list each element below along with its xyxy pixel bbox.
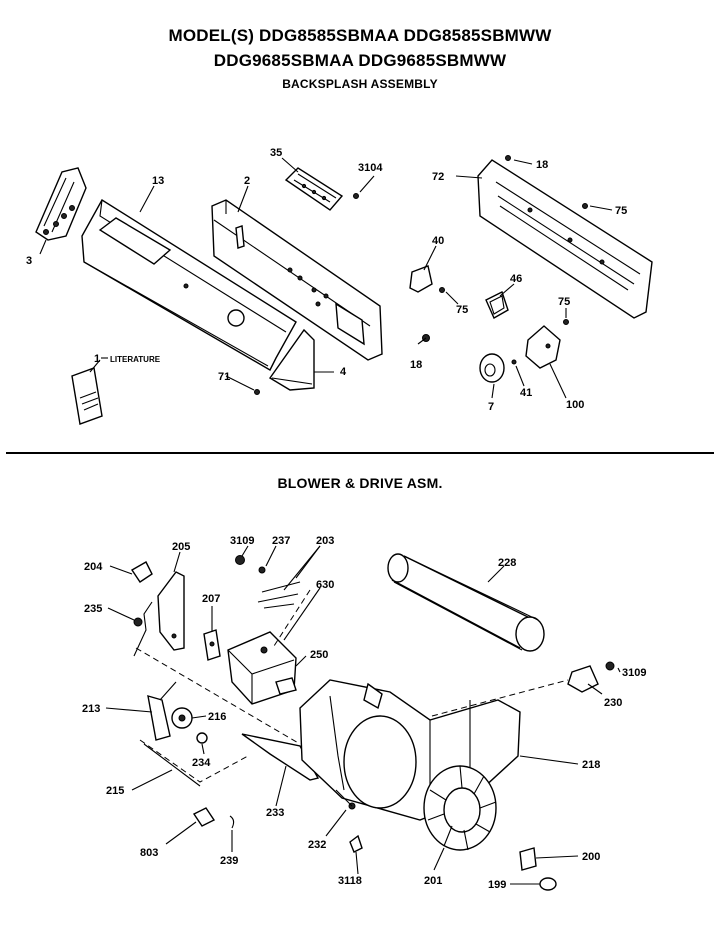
part-235-screw: [133, 617, 143, 627]
part-203-straps: [257, 581, 301, 609]
part-3-end-cap: [35, 167, 87, 241]
callout-630: 630: [316, 579, 334, 591]
part-3109-screw-top: [235, 555, 245, 565]
callout-213: 213: [82, 703, 100, 715]
callout-41: 41: [520, 387, 532, 399]
part-803-clip: [192, 807, 216, 827]
callout-200: 200: [582, 851, 600, 863]
part-3109-screw-right: [605, 661, 615, 671]
callout-233: 233: [266, 807, 284, 819]
callout-18-lower: 18: [410, 359, 422, 371]
callout-3: 3: [26, 255, 32, 267]
part-250-motor: [227, 631, 297, 705]
callout-237: 237: [272, 535, 290, 547]
part-205-bracket-plate: [133, 571, 185, 657]
part-199-fastener: [539, 877, 557, 891]
callout-204: 204: [84, 561, 103, 573]
callout-199: 199: [488, 879, 506, 891]
callout-230: 230: [604, 697, 622, 709]
callout-1: 1: [94, 353, 100, 365]
callout-71: 71: [218, 371, 230, 383]
callout-203: 203: [316, 535, 334, 547]
callout-201: 201: [424, 875, 442, 887]
callout-literature: LITERATURE: [110, 355, 161, 364]
part-200-bracket: [519, 847, 537, 871]
part-13-console-panel: [81, 199, 297, 371]
callout-13: 13: [152, 175, 164, 187]
section-divider: [6, 452, 714, 454]
part-234-pulley: [196, 732, 208, 744]
callout-232: 232: [308, 839, 326, 851]
callout-46: 46: [510, 273, 522, 285]
callout-75-lower: 75: [558, 296, 570, 308]
part-237-screw: [258, 566, 266, 574]
callout-216: 216: [208, 711, 226, 723]
callout-803: 803: [140, 847, 158, 859]
callout-3118: 3118: [338, 875, 362, 887]
callout-234: 234: [192, 757, 211, 769]
part-213-idler-arm: [147, 695, 193, 741]
callout-3104: 3104: [358, 162, 383, 174]
callout-239: 239: [220, 855, 238, 867]
part-215-belt: [139, 739, 249, 783]
part-233-bracket: [241, 733, 320, 781]
model-title-line-2: DDG9685SBMAA DDG9685SBMWW: [213, 51, 507, 70]
part-7-knob: [479, 353, 505, 383]
part-72-rear-bracket: [477, 159, 653, 319]
model-title-line-1: MODEL(S) DDG8585SBMAA DDG8585SBMWW: [168, 26, 552, 45]
part-2-inner-panel: [211, 199, 383, 361]
callout-250: 250: [310, 649, 328, 661]
part-100-switch: [525, 325, 561, 369]
callout-2: 2: [244, 175, 250, 187]
callout-72: 72: [432, 171, 444, 183]
callout-35: 35: [270, 147, 282, 159]
part-1-literature: [71, 367, 103, 425]
callout-18-top: 18: [536, 159, 548, 171]
callout-215: 215: [106, 785, 124, 797]
callout-40: 40: [432, 235, 444, 247]
part-201-blower-wheel: [423, 765, 497, 851]
part-3118-clip: [349, 834, 363, 853]
callout-205: 205: [172, 541, 190, 553]
backsplash-assembly-heading: BACKSPLASH ASSEMBLY: [282, 77, 438, 91]
part-40-bracket: [409, 265, 433, 293]
callout-7: 7: [488, 401, 494, 413]
callout-3109-top: 3109: [230, 535, 254, 547]
callout-235: 235: [84, 603, 102, 615]
part-239-clip: [229, 815, 235, 829]
callout-218: 218: [582, 759, 600, 771]
part-228-drum-tube: [387, 553, 545, 652]
part-35-control-board: [284, 167, 344, 211]
callout-100: 100: [566, 399, 584, 411]
blower-drive-heading: BLOWER & DRIVE ASM.: [277, 475, 443, 491]
part-4-end-cap: [268, 328, 315, 391]
callout-3109-right: 3109: [622, 667, 646, 679]
callout-75-mid: 75: [456, 304, 468, 316]
part-204-clip: [131, 561, 153, 583]
callout-4: 4: [340, 366, 347, 378]
callout-228: 228: [498, 557, 516, 569]
part-46-plate: [485, 291, 509, 319]
callout-75-right: 75: [615, 205, 627, 217]
callout-207: 207: [202, 593, 220, 605]
